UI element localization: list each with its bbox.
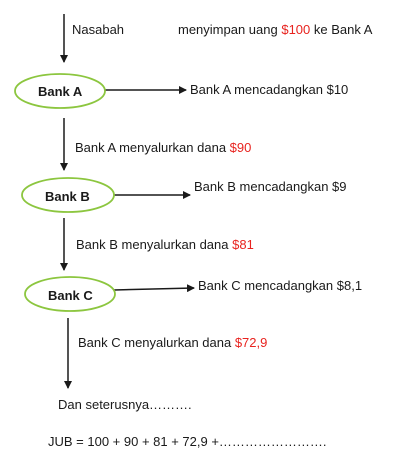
bank-b-reserve-text: Bank B mencadangkan $9 bbox=[194, 179, 347, 194]
deposit-suffix: ke Bank A bbox=[310, 22, 373, 37]
deposit-statement: menyimpan uang $100 ke Bank A bbox=[178, 22, 372, 37]
bank-b-node bbox=[21, 177, 115, 213]
arrow-bank-c-reserve bbox=[113, 284, 195, 293]
bank-c-reserve-text: Bank C mencadangkan $8,1 bbox=[198, 278, 363, 293]
bank-a-lend-prefix: Bank A menyalurkan dana bbox=[75, 140, 230, 155]
bank-b-name: Bank B bbox=[45, 189, 90, 204]
bank-c-node bbox=[24, 276, 116, 312]
bank-c-lend-prefix: Bank C menyalurkan dana bbox=[78, 335, 235, 350]
bank-a-name: Bank A bbox=[38, 84, 83, 99]
bank-b-lend-text: Bank B menyalurkan dana $81 bbox=[76, 237, 254, 252]
bank-c-name: Bank C bbox=[48, 288, 93, 303]
bank-a-node bbox=[14, 73, 106, 109]
bank-a-lend-amount: $90 bbox=[229, 140, 252, 155]
bank-b-lend-prefix: Bank B menyalurkan dana bbox=[76, 237, 233, 252]
bank-a-reserve-text: Bank A mencadangkan $10 bbox=[190, 82, 349, 97]
continuation-text: Dan seterusnya………. bbox=[58, 397, 192, 412]
nasabah-label: Nasabah bbox=[72, 22, 125, 37]
deposit-prefix: menyimpan uang bbox=[178, 22, 282, 37]
bank-c-lend-amount: $72,9 bbox=[234, 335, 268, 350]
bank-c-lend-text: Bank C menyalurkan dana $72,9 bbox=[78, 335, 267, 350]
deposit-amount: $100 bbox=[281, 22, 311, 37]
bank-a-lend-text: Bank A menyalurkan dana $90 bbox=[75, 140, 251, 155]
bank-b-lend-amount: $81 bbox=[232, 237, 254, 252]
jub-formula: JUB = 100 + 90 + 81 + 72,9 +……………………. bbox=[48, 434, 327, 449]
